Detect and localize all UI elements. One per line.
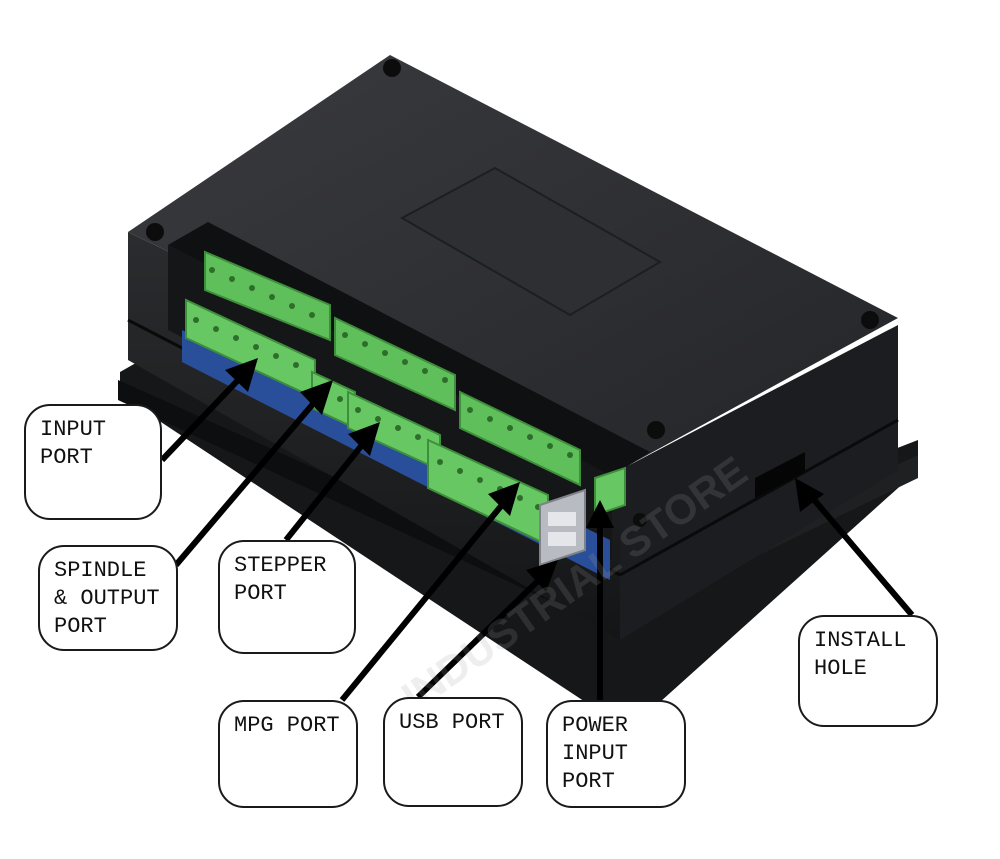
callout-usb-port-label: USB PORT [399, 710, 505, 735]
callout-install-hole-label: INSTALL HOLE [814, 628, 907, 681]
usb-connector [539, 488, 586, 567]
callout-install-hole: INSTALL HOLE [798, 615, 938, 727]
terminal-blocks [185, 250, 581, 547]
install-hole-slot [755, 452, 805, 498]
screw-hole-top [383, 59, 401, 77]
screw-hole-right [861, 311, 879, 329]
power-terminal [594, 466, 626, 517]
callout-usb-port: USB PORT [383, 697, 523, 807]
callout-mpg-port-label: MPG PORT [234, 713, 340, 738]
callout-mpg-port: MPG PORT [218, 700, 358, 808]
screw-hole-bottom [633, 513, 647, 527]
enclosure-top [128, 55, 898, 527]
callout-power-input-port: POWER INPUT PORT [546, 700, 686, 808]
screw-hole-left [146, 223, 164, 241]
callout-spindle-output-port-label: SPINDLE & OUTPUT PORT [54, 558, 160, 639]
callout-stepper-port-label: STEPPER PORT [234, 553, 327, 606]
screw-hole-front [647, 421, 665, 439]
callout-input-port-label: INPUT PORT [40, 417, 107, 470]
callout-input-port: INPUT PORT [24, 404, 162, 520]
callout-arrows [159, 358, 915, 702]
callout-spindle-output-port: SPINDLE & OUTPUT PORT [38, 545, 178, 651]
callout-stepper-port: STEPPER PORT [218, 540, 356, 654]
callout-power-input-port-label: POWER INPUT PORT [562, 713, 629, 794]
